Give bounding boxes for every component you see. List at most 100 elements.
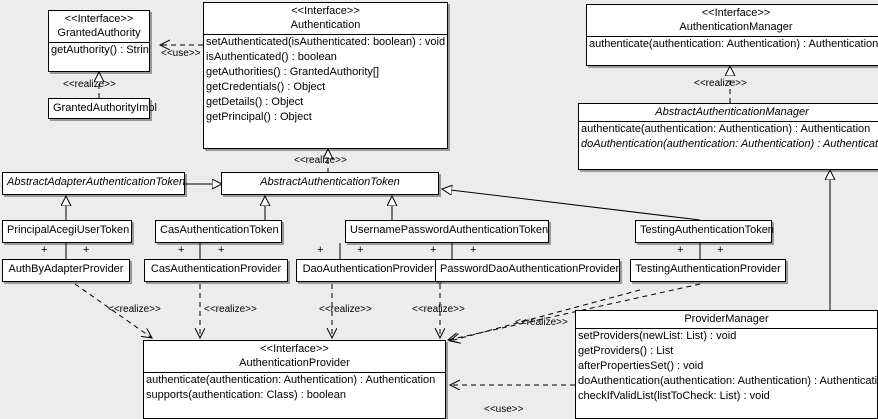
class-name: AuthByAdapterProvider: [8, 263, 124, 275]
operation: isAuthenticated() : boolean: [206, 51, 337, 63]
operation: getCredentials() : Object: [206, 81, 326, 93]
class-box-dao-authentication-provider[interactable]: DaoAuthenticationProvider: [296, 259, 440, 282]
multiplicity-plus-passworddao-left: +: [430, 244, 437, 256]
class-box-cas-authentication-provider[interactable]: CasAuthenticationProvider: [144, 259, 288, 282]
class-header-abstract-authentication-token: AbstractAuthenticationToken: [222, 173, 438, 192]
edge-label-realize-casprovider: <<realize>>: [204, 304, 257, 315]
class-header-cas-authentication-token: CasAuthenticationToken: [156, 221, 281, 240]
edge-label-realize-authbyadapter: <<realize>>: [108, 304, 161, 315]
class-header-dao-authentication-provider: DaoAuthenticationProvider: [297, 260, 439, 279]
compartment-separator: [587, 36, 878, 37]
compartment-separator: [49, 42, 149, 43]
class-header-provider-manager: ProviderManager: [576, 311, 877, 328]
class-header-password-dao-authentication-provider: PasswordDaoAuthenticationProvider: [436, 260, 619, 279]
compartment-separator: [576, 328, 877, 329]
operation: getDetails() : Object: [206, 96, 304, 108]
class-box-auth-by-adapter-provider[interactable]: AuthByAdapterProvider: [2, 259, 130, 282]
class-name: AbstractAuthenticationToken: [260, 176, 400, 188]
compartment-separator: [144, 372, 445, 373]
class-header-authentication: <<Interface>> Authentication: [204, 3, 447, 34]
class-stereotype: <<Interface>>: [260, 343, 329, 355]
operation: checkIfValidList(listToCheck: List) : vo…: [578, 390, 770, 402]
class-header-abstract-adapter-authentication-token: AbstractAdapterAuthenticationToken: [3, 173, 186, 192]
edge-label-realize-passworddaoprovider: <<realize>>: [412, 304, 465, 315]
edge-label-use-grantedauthority: <<use>>: [161, 48, 201, 59]
edge-label-realize-authenticationmanager: <<realize>>: [694, 78, 747, 89]
class-box-abstract-authentication-manager[interactable]: AbstractAuthenticationManager authentica…: [578, 103, 878, 170]
operation: getPrincipal() : Object: [206, 111, 312, 123]
class-box-cas-authentication-token[interactable]: CasAuthenticationToken: [155, 220, 282, 243]
class-stereotype: <<Interface>>: [701, 7, 771, 19]
edge-label-use-providermanager: <<use>>: [484, 404, 524, 415]
class-stereotype: <<Interface>>: [64, 13, 134, 25]
class-box-password-dao-authentication-provider[interactable]: PasswordDaoAuthenticationProvider: [435, 259, 620, 282]
edge-label-realize-abstractauthenticationtoken: <<realize>>: [294, 155, 347, 166]
multiplicity-plus-cas-left: +: [178, 244, 185, 256]
class-operations-abstract-authentication-manager: authenticate(authentication: Authenticat…: [579, 122, 878, 152]
class-header-testing-authentication-token: TestingAuthenticationToken: [636, 221, 774, 240]
class-header-authentication-manager: <<Interface>> AuthenticationManager: [587, 5, 878, 36]
multiplicity-plus-passworddao-right: +: [470, 244, 477, 256]
class-box-abstract-adapter-authentication-token[interactable]: AbstractAdapterAuthenticationToken: [2, 172, 185, 195]
class-name: AuthenticationManager: [679, 21, 793, 33]
class-box-principal-acegi-user-token[interactable]: PrincipalAcegiUserToken: [2, 220, 132, 243]
class-box-granted-authority-impl[interactable]: GrantedAuthorityImpl: [48, 98, 157, 119]
operation: afterPropertiesSet() : void: [578, 360, 704, 372]
class-name: ProviderManager: [684, 313, 769, 325]
class-operations-authentication-manager: authenticate(authentication: Authenticat…: [587, 37, 878, 52]
class-name: GrantedAuthorityImpl: [53, 102, 157, 114]
operation: getProviders() : List: [578, 345, 674, 357]
class-box-abstract-authentication-token[interactable]: AbstractAuthenticationToken: [221, 172, 439, 195]
class-name: TestingAuthenticationProvider: [635, 263, 781, 275]
multiplicity-plus-dao-right: +: [357, 244, 364, 256]
class-box-username-password-authentication-token[interactable]: UsernamePasswordAuthenticationToken: [345, 220, 549, 243]
multiplicity-plus-principal-right: +: [83, 244, 90, 256]
operation: doAuthentication(authentication: Authent…: [578, 375, 877, 387]
class-operations-provider-manager: setProviders(newList: List) : void getPr…: [576, 329, 877, 404]
edge-label-realize-daoprovider: <<realize>>: [319, 304, 372, 315]
class-header-granted-authority-impl: GrantedAuthorityImpl: [49, 99, 157, 118]
multiplicity-plus-testing-right: +: [717, 244, 724, 256]
class-box-granted-authority[interactable]: <<Interface>> GrantedAuthority getAuthor…: [48, 10, 150, 72]
operation: doAuthentication(authentication: Authent…: [581, 138, 878, 150]
multiplicity-plus-dao-left: +: [317, 244, 324, 256]
class-operations-granted-authority: getAuthority() : String: [49, 43, 149, 58]
operation: getAuthority() : String: [51, 44, 149, 56]
operation: getAuthorities() : GrantedAuthority[]: [206, 66, 380, 78]
compartment-separator: [204, 34, 447, 35]
operation: setAuthenticated(isAuthenticated: boolea…: [206, 36, 446, 48]
operation: authenticate(authentication: Authenticat…: [581, 123, 871, 135]
class-name: Authentication: [290, 19, 361, 31]
class-box-authentication-provider[interactable]: <<Interface>> AuthenticationProvider aut…: [143, 340, 446, 419]
class-name: PasswordDaoAuthenticationProvider: [440, 263, 620, 275]
class-name: PrincipalAcegiUserToken: [7, 224, 130, 236]
class-box-testing-authentication-token[interactable]: TestingAuthenticationToken: [635, 220, 774, 243]
class-header-auth-by-adapter-provider: AuthByAdapterProvider: [3, 260, 129, 279]
class-header-testing-authentication-provider: TestingAuthenticationProvider: [631, 260, 785, 279]
class-name: UsernamePasswordAuthenticationToken: [350, 224, 549, 236]
edge-label-realize-providermanager: <<realize>>: [515, 317, 568, 328]
class-header-username-password-authentication-token: UsernamePasswordAuthenticationToken: [346, 221, 548, 240]
class-stereotype: <<Interface>>: [291, 5, 360, 17]
class-header-granted-authority: <<Interface>> GrantedAuthority: [49, 11, 149, 42]
multiplicity-plus-testing-left: +: [677, 244, 684, 256]
class-name: DaoAuthenticationProvider: [302, 263, 434, 275]
operation: setProviders(newList: List) : void: [578, 330, 737, 342]
operation: supports(authentication: Class) : boolea…: [146, 389, 346, 401]
class-name: AbstractAuthenticationManager: [655, 106, 809, 118]
compartment-separator: [579, 121, 878, 122]
class-header-principal-acegi-user-token: PrincipalAcegiUserToken: [3, 221, 131, 240]
class-box-testing-authentication-provider[interactable]: TestingAuthenticationProvider: [630, 259, 786, 282]
class-name: AuthenticationProvider: [239, 357, 350, 369]
class-name: GrantedAuthority: [57, 27, 141, 39]
class-box-authentication-manager[interactable]: <<Interface>> AuthenticationManager auth…: [586, 4, 878, 66]
class-box-authentication[interactable]: <<Interface>> Authentication setAuthenti…: [203, 2, 448, 149]
class-name: AbstractAdapterAuthenticationToken: [7, 176, 186, 188]
class-name: TestingAuthenticationToken: [640, 224, 774, 236]
class-name: CasAuthenticationToken: [160, 224, 279, 236]
class-box-provider-manager[interactable]: ProviderManager setProviders(newList: Li…: [575, 310, 878, 419]
class-header-abstract-authentication-manager: AbstractAuthenticationManager: [579, 104, 878, 121]
class-operations-authentication: setAuthenticated(isAuthenticated: boolea…: [204, 35, 447, 125]
edge-testingauthenticationtoken-extends-abstractauthenticationtoken: [442, 189, 701, 221]
